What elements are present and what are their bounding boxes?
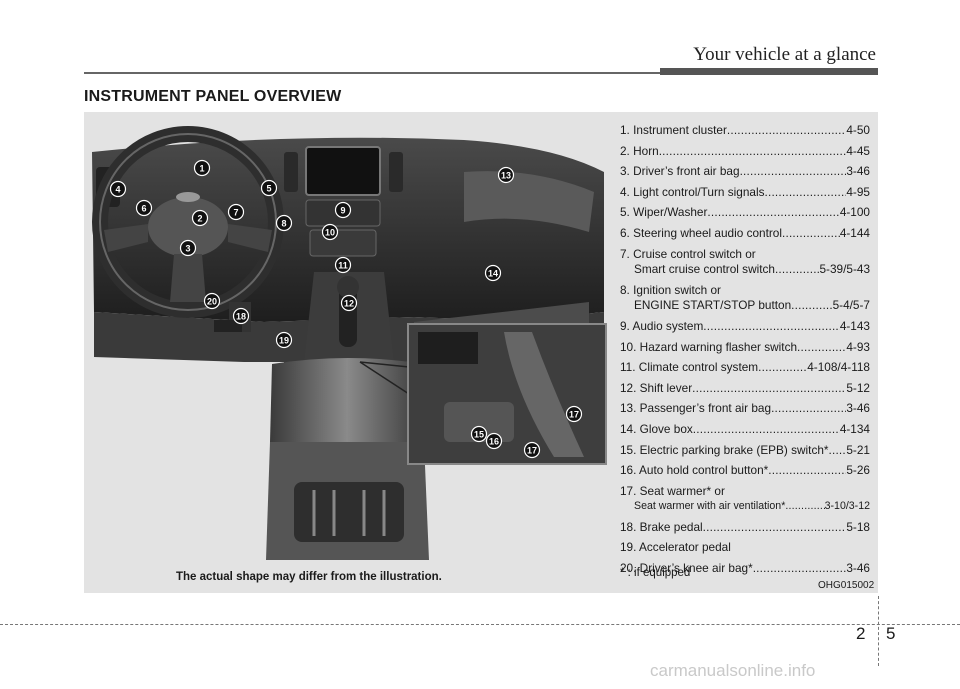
figure-caption: The actual shape may differ from the ill… xyxy=(176,571,442,583)
callout-17a: 17 xyxy=(565,405,583,423)
header-rule-bar xyxy=(660,68,878,75)
callout-9: 9 xyxy=(334,201,352,219)
svg-text:9: 9 xyxy=(340,206,345,216)
callout-12: 12 xyxy=(340,294,358,312)
page-number: 5 xyxy=(886,624,896,643)
list-item: 2. Horn4-45 xyxy=(620,144,870,160)
chapter-number: 2 xyxy=(856,624,866,643)
list-item: 10. Hazard warning flasher switch4-93 xyxy=(620,340,870,356)
list-item-sub: Smart cruise control switch5-39/5-43 xyxy=(620,262,870,278)
svg-text:1: 1 xyxy=(199,164,204,174)
callout-4: 4 xyxy=(109,180,127,198)
list-item: 20. Driver’s knee air bag*3-46 xyxy=(620,561,870,577)
callout-15: 15 xyxy=(470,425,488,443)
list-item: 3. Driver’s front air bag3-46 xyxy=(620,164,870,180)
svg-text:12: 12 xyxy=(344,299,354,309)
header-rule xyxy=(84,72,660,74)
callout-1: 1 xyxy=(193,159,211,177)
list-item: 4. Light control/Turn signals4-95 xyxy=(620,185,870,201)
list-item: 14. Glove box4-134 xyxy=(620,422,870,438)
callout-13: 13 xyxy=(497,166,515,184)
instrument-panel-illustration: 1 2 3 4 5 6 7 8 9 10 11 12 13 14 15 16 1… xyxy=(92,126,607,560)
list-item: 9. Audio system4-143 xyxy=(620,319,870,335)
list-item-sub: Seat warmer with air ventilation*3-10/3-… xyxy=(620,499,870,515)
list-item: 7. Cruise control switch or xyxy=(620,246,756,261)
list-item: 15. Electric parking brake (EPB) switch*… xyxy=(620,443,870,459)
callout-3: 3 xyxy=(179,239,197,257)
svg-text:14: 14 xyxy=(488,269,498,279)
header-title: Your vehicle at a glance xyxy=(693,44,876,65)
callout-8: 8 xyxy=(275,214,293,232)
callout-11: 11 xyxy=(334,256,352,274)
svg-text:17: 17 xyxy=(569,410,579,420)
svg-text:3: 3 xyxy=(185,244,190,254)
list-item: 6. Steering wheel audio control4-144 xyxy=(620,226,870,242)
list-item: 19. Accelerator pedal xyxy=(620,540,731,555)
list-item: 8. Ignition switch or xyxy=(620,282,721,297)
callout-10: 10 xyxy=(321,223,339,241)
svg-text:2: 2 xyxy=(197,214,202,224)
svg-text:10: 10 xyxy=(325,228,335,238)
svg-text:8: 8 xyxy=(281,219,286,229)
list-item: 12. Shift lever5-12 xyxy=(620,381,870,397)
svg-text:16: 16 xyxy=(489,437,499,447)
svg-text:11: 11 xyxy=(338,261,348,271)
footer-rule xyxy=(0,624,960,625)
list-item-sub: ENGINE START/STOP button5-4/5-7 xyxy=(620,298,870,314)
svg-text:7: 7 xyxy=(233,208,238,218)
svg-text:18: 18 xyxy=(236,312,246,322)
section-title: INSTRUMENT PANEL OVERVIEW xyxy=(84,88,342,105)
list-item: 11. Climate control system4-108/4-118 xyxy=(620,360,870,376)
list-item: 5. Wiper/Washer4-100 xyxy=(620,205,870,221)
svg-text:13: 13 xyxy=(501,171,511,181)
page-number-divider xyxy=(878,596,879,666)
list-item: 16. Auto hold control button*5-26 xyxy=(620,463,870,479)
callout-6: 6 xyxy=(135,199,153,217)
callout-20: 20 xyxy=(203,292,221,310)
callout-7: 7 xyxy=(227,203,245,221)
list-item: 18. Brake pedal5-18 xyxy=(620,520,870,536)
footnote: * : if equipped xyxy=(620,567,691,579)
component-list: 1. Instrument cluster4-50 2. Horn4-45 3.… xyxy=(620,123,870,577)
svg-text:15: 15 xyxy=(474,430,484,440)
svg-text:20: 20 xyxy=(207,297,217,307)
callout-14: 14 xyxy=(484,264,502,282)
callout-2: 2 xyxy=(191,209,209,227)
callout-18: 18 xyxy=(232,307,250,325)
list-item: 17. Seat warmer* or xyxy=(620,483,725,498)
svg-text:6: 6 xyxy=(141,204,146,214)
list-item: 13. Passenger’s front air bag3-46 xyxy=(620,401,870,417)
svg-text:4: 4 xyxy=(115,185,120,195)
figure-code: OHG015002 xyxy=(818,580,875,591)
callout-16: 16 xyxy=(485,432,503,450)
svg-text:17: 17 xyxy=(527,446,537,456)
svg-text:19: 19 xyxy=(279,336,289,346)
callout-5: 5 xyxy=(260,179,278,197)
callout-19: 19 xyxy=(275,331,293,349)
watermark: carmanualsonline.info xyxy=(650,661,816,680)
callout-17b: 17 xyxy=(523,441,541,459)
list-item: 1. Instrument cluster4-50 xyxy=(620,123,870,139)
callout-markers: 1 2 3 4 5 6 7 8 9 10 11 12 13 14 15 16 1… xyxy=(109,159,583,459)
svg-text:5: 5 xyxy=(266,184,271,194)
